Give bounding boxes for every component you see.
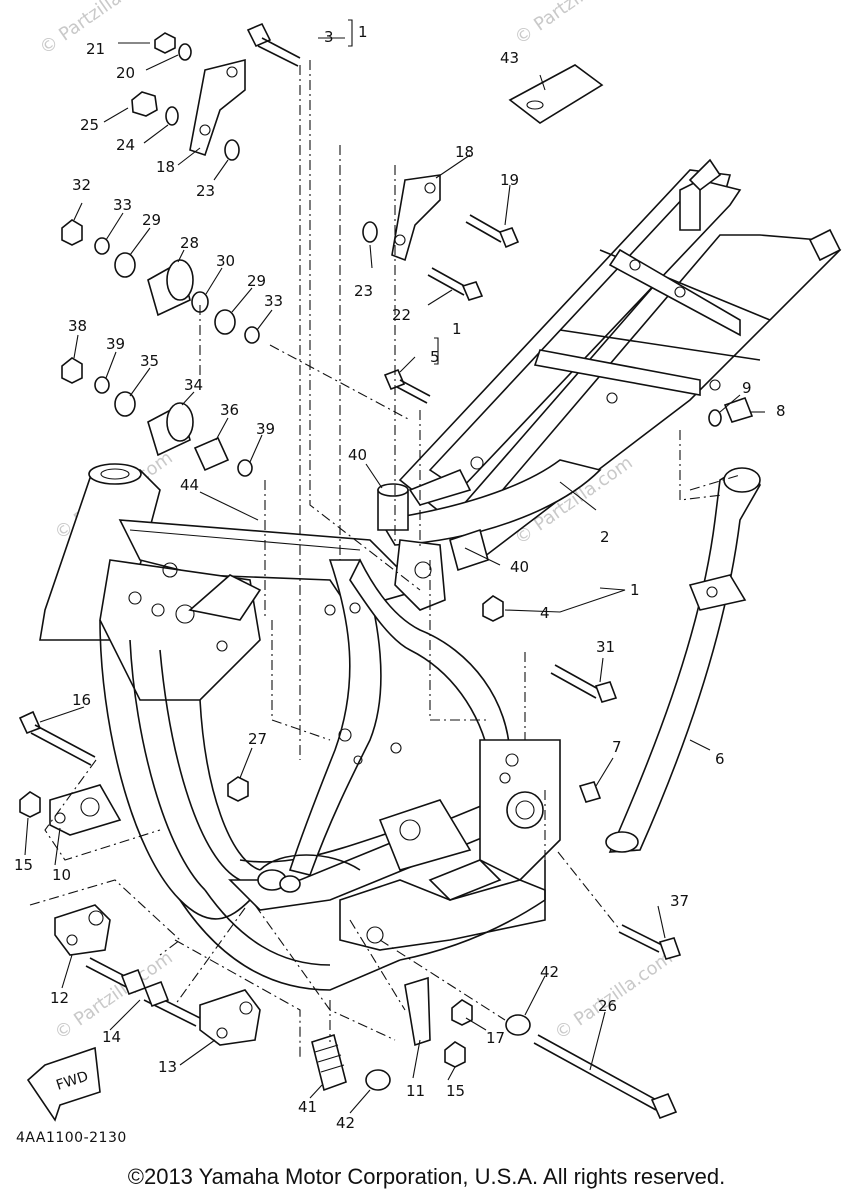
callout-23: 23 (354, 282, 373, 300)
watermark-text: © Partzilla.com (551, 947, 677, 1044)
callout-1: 1 (452, 320, 462, 338)
callout-20: 20 (116, 64, 135, 82)
callout-11: 11 (406, 1082, 425, 1100)
callout-44: 44 (180, 476, 199, 494)
callout-39: 39 (106, 335, 125, 353)
hardware-parts: FWD (18, 22, 754, 1122)
callout-12: 12 (50, 989, 69, 1007)
callout-1: 1 (358, 23, 368, 41)
callout-22: 22 (392, 306, 411, 324)
callout-37: 37 (670, 892, 689, 910)
callout-38: 38 (68, 317, 87, 335)
callout-2: 2 (600, 528, 610, 546)
copyright-text: ©2013 Yamaha Motor Corporation, U.S.A. A… (127, 1164, 726, 1189)
callout-23: 23 (196, 182, 215, 200)
callout-9: 9 (742, 379, 752, 397)
callout-5: 5 (430, 348, 440, 366)
callout-17: 17 (486, 1029, 505, 1047)
callout-3: 3 (324, 28, 334, 46)
callout-30: 30 (216, 252, 235, 270)
callout-28: 28 (180, 234, 199, 252)
callout-41: 41 (298, 1098, 317, 1116)
callout-7: 7 (612, 738, 622, 756)
callout-43: 43 (500, 49, 519, 67)
diagram-code: 4AA1100-2130 (16, 1130, 127, 1146)
main-frame (39, 64, 842, 991)
callout-19: 19 (500, 171, 519, 189)
callout-33: 33 (113, 196, 132, 214)
callout-40: 40 (510, 558, 529, 576)
callout-10: 10 (52, 866, 71, 884)
callout-29: 29 (142, 211, 161, 229)
callout-24: 24 (116, 136, 135, 154)
callout-36: 36 (220, 401, 239, 419)
callout-4: 4 (540, 604, 550, 622)
callout-29: 29 (247, 272, 266, 290)
callout-39: 39 (256, 420, 275, 438)
callout-42: 42 (336, 1114, 355, 1132)
callout-25: 25 (80, 116, 99, 134)
callout-34: 34 (184, 376, 203, 394)
callout-15: 15 (446, 1082, 465, 1100)
callout-40: 40 (348, 446, 367, 464)
callout-8: 8 (776, 402, 786, 420)
callout-26: 26 (598, 997, 617, 1015)
leader-lines (24, 19, 765, 1114)
watermark-text: © Partzilla.com (511, 0, 637, 49)
callout-42: 42 (540, 963, 559, 981)
callout-16: 16 (72, 691, 91, 709)
callout-31: 31 (596, 638, 615, 656)
callout-6: 6 (715, 750, 725, 768)
callout-33: 33 (264, 292, 283, 310)
callout-27: 27 (248, 730, 267, 748)
callout-14: 14 (102, 1028, 121, 1046)
callout-15: 15 (14, 856, 33, 874)
callout-32: 32 (72, 176, 91, 194)
callout-labels: 21 20 3 1 43 25 24 18 23 18 19 32 33 29 … (14, 23, 786, 1132)
callout-35: 35 (140, 352, 159, 370)
callout-18: 18 (455, 143, 474, 161)
callout-13: 13 (158, 1058, 177, 1076)
callout-18: 18 (156, 158, 175, 176)
callout-21: 21 (86, 40, 105, 58)
callout-1: 1 (630, 581, 640, 599)
